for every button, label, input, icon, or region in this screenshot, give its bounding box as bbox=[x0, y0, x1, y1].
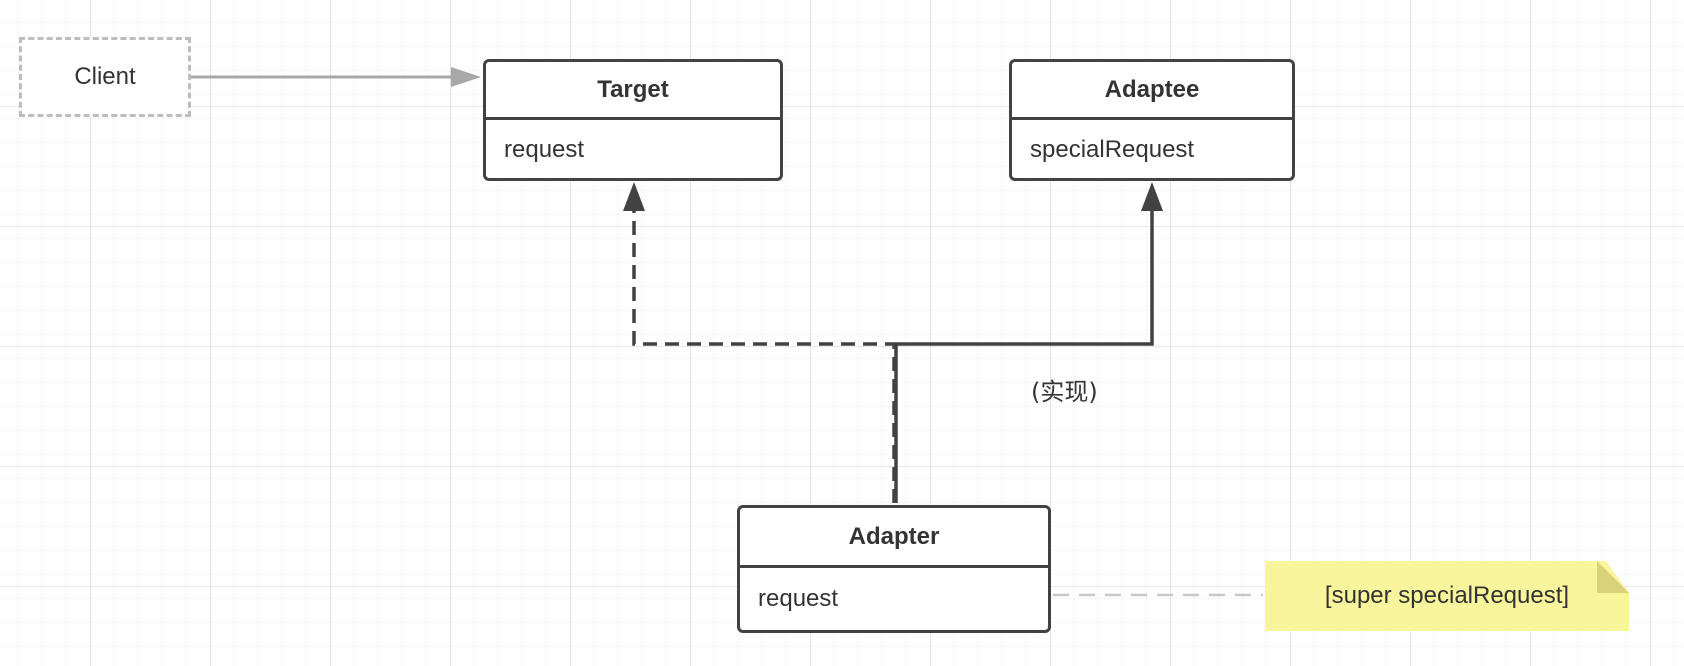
adapter-operation-request: request bbox=[758, 585, 839, 612]
adaptee-operation-special-request: specialRequest bbox=[1030, 135, 1195, 163]
client-label: Client bbox=[74, 63, 136, 90]
adapter-class-operations: request bbox=[740, 568, 1048, 630]
target-class-title: Target bbox=[486, 62, 780, 120]
realization-label: (实现) bbox=[1031, 378, 1098, 406]
adaptee-class-title: Adaptee bbox=[1012, 62, 1292, 120]
target-realization-arrowhead bbox=[623, 182, 645, 211]
target-class-node[interactable]: Target request bbox=[483, 59, 783, 181]
client-node[interactable]: Client bbox=[19, 37, 191, 117]
adapter-to-adaptee-inheritance-line[interactable] bbox=[894, 208, 1154, 503]
client-to-target-arrowhead bbox=[451, 67, 481, 87]
adapter-class-node[interactable]: Adapter request bbox=[737, 505, 1051, 633]
target-class-operations: request bbox=[486, 120, 780, 178]
adaptee-class-operations: specialRequest bbox=[1012, 120, 1292, 178]
adapter-class-title: Adapter bbox=[740, 508, 1048, 568]
adaptee-inheritance-arrowhead bbox=[1141, 182, 1163, 211]
adaptee-class-node[interactable]: Adaptee specialRequest bbox=[1009, 59, 1295, 181]
target-operation-request: request bbox=[504, 135, 585, 163]
note-text: [super specialRequest] bbox=[1324, 582, 1570, 609]
adapter-to-target-realization-line[interactable] bbox=[632, 208, 896, 503]
note-shape[interactable]: [super specialRequest] bbox=[1265, 561, 1629, 631]
